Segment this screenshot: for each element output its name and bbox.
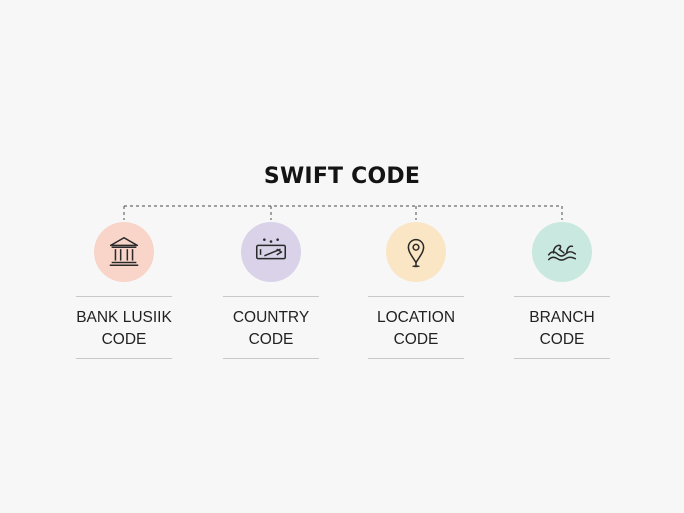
branch-label-line2: CODE <box>539 331 585 348</box>
diagram-title: SWIFT CODE <box>263 164 421 189</box>
bank-label-line2: CODE <box>101 331 147 348</box>
country-code-node: COUNTRY CODE <box>223 222 319 359</box>
location-code-label: LOCATION CODE <box>368 296 464 359</box>
branch-label-line1: BRANCH <box>529 309 595 326</box>
country-label-line1: COUNTRY <box>232 309 310 326</box>
location-label-line2: CODE <box>393 331 439 348</box>
branch-code-node: BRANCH CODE <box>514 222 610 359</box>
location-label-line1: LOCATION <box>376 309 456 326</box>
branch-waves-icon <box>547 244 577 261</box>
bank-code-node: BANK LUSIIK CODE <box>76 222 172 359</box>
branch-code-label: BRANCH CODE <box>514 296 610 359</box>
location-icon-circle <box>386 222 446 282</box>
bank-code-label: BANK LUSIIK CODE <box>76 296 172 359</box>
branch-icon-circle <box>532 222 592 282</box>
location-pin-icon <box>407 238 425 268</box>
bank-label-line1: BANK LUSIIK <box>76 309 172 326</box>
country-tag-icon <box>255 238 287 260</box>
bank-building-icon <box>109 236 139 267</box>
country-icon-circle <box>241 222 301 282</box>
location-code-node: LOCATION CODE <box>368 222 464 359</box>
bank-icon-circle <box>94 222 154 282</box>
country-code-label: COUNTRY CODE <box>223 296 319 359</box>
country-label-line2: CODE <box>248 331 294 348</box>
